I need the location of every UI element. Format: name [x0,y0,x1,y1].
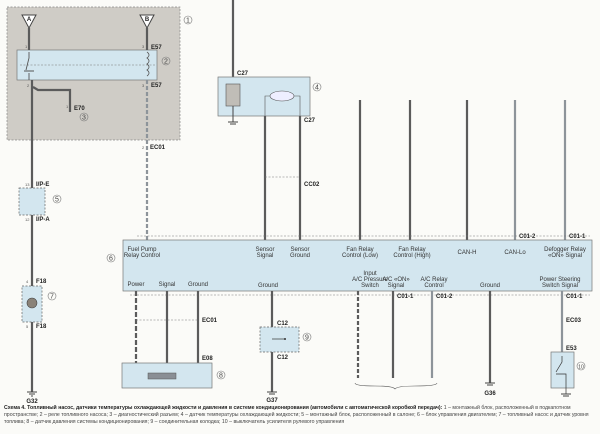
connector-c12-bottom: C12 [277,355,289,361]
ground-g37: G37 [266,398,278,404]
switch-icon [555,356,567,394]
ecu-label: Power Steering [539,277,580,283]
pin-label: 3 [142,44,145,49]
ecu-bottom-labels: Power Signal Ground Ground Input A/C Pre… [127,271,580,289]
ecu-label: Control [424,283,443,289]
ecu-label: A/C Pressure [352,277,388,283]
callout-6-label: 6 [109,256,113,263]
pin-label: 2 [27,83,30,88]
callout-5-label: 5 [55,197,59,204]
ecu-label: Input [363,271,377,277]
ecu-label: Signal [159,282,176,288]
connector-e57-top: E57 [151,45,162,51]
sensor-element-icon [147,372,177,380]
terminal-b: B [139,14,155,30]
connector-ip-a: I/P-A [36,217,50,223]
callout-7-label: 7 [50,294,54,301]
connector-c01-2-b: C01-2 [436,294,453,300]
ecu-label: Signal [388,283,405,289]
terminal-a: A [21,14,37,30]
relay-coil-icon [146,51,150,77]
connector-e70: E70 [74,106,85,112]
connector-c01-2-top: C01-2 [519,234,536,240]
interior-fuse-block [18,187,46,216]
callout-3-label: 3 [82,115,86,122]
wiring-diagram: 1 A B 2 E57 E57 1 3 2 3 E70 1 3 EC01 2 I… [6,0,593,405]
connector-cc02: CC02 [304,182,320,188]
connector-ec03: EC03 [566,318,582,324]
ecu-label: Fan Relay [346,247,373,253]
connector-f18-bottom: F18 [36,324,47,330]
ecu-label: Defogger Relay [544,247,586,253]
ecu-label: A/C Relay [420,277,447,283]
connector-ec01-top: EC01 [150,145,166,151]
ecu-label: Switch Signal [542,283,578,289]
pin-label: 2 [142,145,145,150]
connector-e57-bottom: E57 [151,83,162,89]
ecu-label: A/C «ON» [382,277,410,283]
relay-switch-icon [24,52,34,80]
ecu-label: Power [127,282,144,288]
junction-connector [259,326,300,353]
pin-label: 13 [25,182,30,187]
ecu-label: Fuel Pump [127,247,157,253]
caption-title: Схема 4. Топливный насос, датчики темпер… [4,405,443,411]
connector-e08: E08 [202,356,213,362]
connector-c01-1-c: C01-1 [566,294,583,300]
connector-c01-1-top: C01-1 [569,234,586,240]
connector-f18-top: F18 [36,279,47,285]
brace [354,382,438,390]
terminal-a-label: A [27,17,32,23]
pin-label: 12 [25,217,30,222]
figure-caption: Схема 4. Топливный насос, датчики темпер… [4,405,596,426]
ecu-top-labels: Fuel Pump Relay Control Sensor Signal Se… [124,247,586,259]
connector-ip-e: I/P-E [36,182,49,188]
pin-label: 4 [26,279,29,284]
connector-c27-top: C27 [237,71,249,77]
ecu-label: Relay Control [124,253,160,259]
ecu-label: CAN-H [458,250,477,256]
ecu-label: Signal [257,253,274,259]
ecu-label: Ground [480,283,500,289]
callout-10-label: 10 [578,365,584,371]
connector-c12-top: C12 [277,321,289,327]
connector-e53: E53 [566,346,577,352]
ecu-label: Fan Relay [398,247,425,253]
thermistor-icon [225,83,241,107]
heater-element-icon [269,90,295,102]
callout-4-label: 4 [315,85,319,92]
callout-8-label: 8 [219,373,223,380]
pin-label: 3 [142,83,145,88]
ecu-label: «ON» Signal [548,253,582,259]
motor-icon [26,297,38,309]
callout-9-label: 9 [305,335,309,342]
power-steering-switch [550,351,575,389]
ecu-label: Control (High) [393,253,430,259]
ecu-label: Sensor [255,247,274,253]
ecu-label: Ground [188,282,208,288]
ecu-label: Ground [258,283,278,289]
ground-g36: G36 [484,391,496,397]
callout-1-label: 1 [186,18,190,25]
caption-legend: 1 – монтажный блок, расположенный в подк… [4,405,589,425]
callout-2-label: 2 [164,59,168,66]
ecu-label: Sensor [290,247,309,253]
connector-ec01-bottom: EC01 [202,318,218,324]
ecu-label: Control (Low) [342,253,378,259]
ecu-label: Ground [290,253,310,259]
engine-control-unit [122,239,593,292]
ground-icon [27,391,37,397]
connector-c27-bottom: C27 [304,118,316,124]
ecu-label: CAN-Lo [504,250,526,256]
pin-label: 1 [66,104,69,109]
ecu-label: Switch [361,283,379,289]
pin-label: 5 [26,324,29,329]
ground-g32: G32 [26,399,38,405]
terminal-b-label: B [145,17,150,23]
pin-label: 1 [25,44,28,49]
connector-c01-1-a: C01-1 [397,294,414,300]
callout-1 [183,15,193,25]
